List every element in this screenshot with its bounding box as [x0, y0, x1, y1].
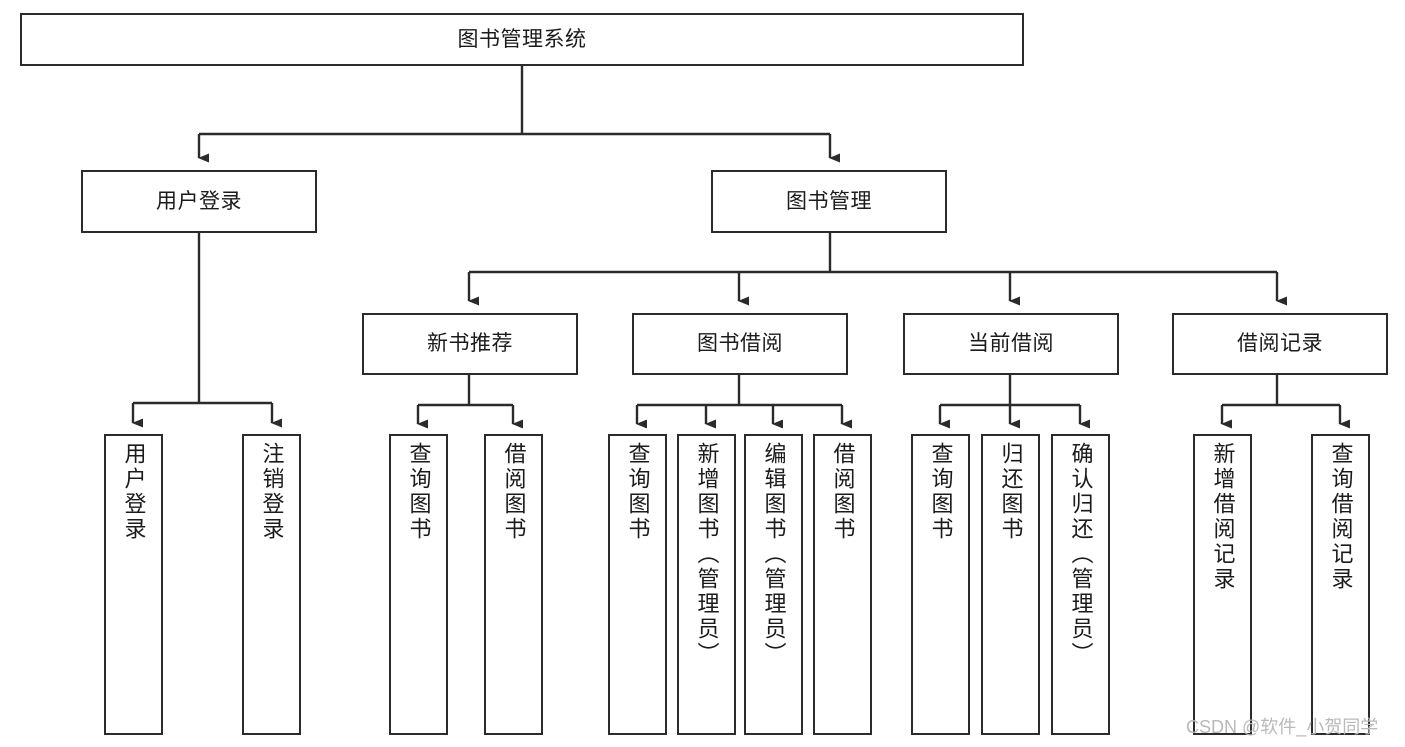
leaf-query-book-3[interactable]: 查询图书	[911, 434, 970, 735]
leaf-query-record[interactable]: 查询借阅记录	[1311, 434, 1370, 735]
node-label: 确认归还（管理员）	[1068, 442, 1094, 667]
leaf-add-record[interactable]: 新增借阅记录	[1193, 434, 1252, 735]
node-user-login[interactable]: 用户登录	[81, 170, 317, 233]
node-label: 借阅图书	[830, 442, 856, 542]
node-label: 归还图书	[998, 442, 1024, 542]
node-label: 新增借阅记录	[1210, 442, 1236, 592]
node-book-borrow[interactable]: 图书借阅	[632, 313, 848, 375]
watermark-text: CSDN @软件_小贺同学	[1186, 717, 1379, 737]
node-label: 注销登录	[259, 442, 285, 542]
leaf-confirm-return[interactable]: 确认归还（管理员）	[1051, 434, 1110, 735]
node-new-book-recommend[interactable]: 新书推荐	[362, 313, 578, 375]
node-label: 用户登录	[156, 189, 242, 213]
node-label: 图书借阅	[697, 332, 783, 356]
leaf-add-book[interactable]: 新增图书（管理员）	[677, 434, 736, 735]
leaf-borrow-book-1[interactable]: 借阅图书	[484, 434, 543, 735]
node-borrow-record[interactable]: 借阅记录	[1172, 313, 1388, 375]
node-label: 查询图书	[625, 442, 651, 542]
leaf-logout[interactable]: 注销登录	[242, 434, 301, 735]
leaf-query-book-2[interactable]: 查询图书	[608, 434, 667, 735]
node-label: 查询图书	[928, 442, 954, 542]
leaf-edit-book[interactable]: 编辑图书（管理员）	[744, 434, 803, 735]
node-label: 新书推荐	[427, 332, 513, 356]
node-label: 用户登录	[121, 442, 147, 542]
leaf-query-book-1[interactable]: 查询图书	[389, 434, 448, 735]
leaf-user-login[interactable]: 用户登录	[104, 434, 163, 735]
node-label: 新增图书（管理员）	[694, 442, 720, 667]
node-label: 查询图书	[406, 442, 432, 542]
node-label: 查询借阅记录	[1328, 442, 1354, 592]
node-current-borrow[interactable]: 当前借阅	[903, 313, 1119, 375]
node-book-manage[interactable]: 图书管理	[711, 170, 947, 233]
node-label: 图书管理系统	[457, 27, 587, 51]
leaf-borrow-book-2[interactable]: 借阅图书	[813, 434, 872, 735]
node-label: 借阅记录	[1237, 332, 1323, 356]
leaf-return-book[interactable]: 归还图书	[981, 434, 1040, 735]
node-label: 图书管理	[786, 189, 872, 213]
node-root-system[interactable]: 图书管理系统	[20, 13, 1024, 66]
node-label: 当前借阅	[968, 332, 1054, 356]
node-label: 借阅图书	[501, 442, 527, 542]
node-label: 编辑图书（管理员）	[761, 442, 787, 667]
